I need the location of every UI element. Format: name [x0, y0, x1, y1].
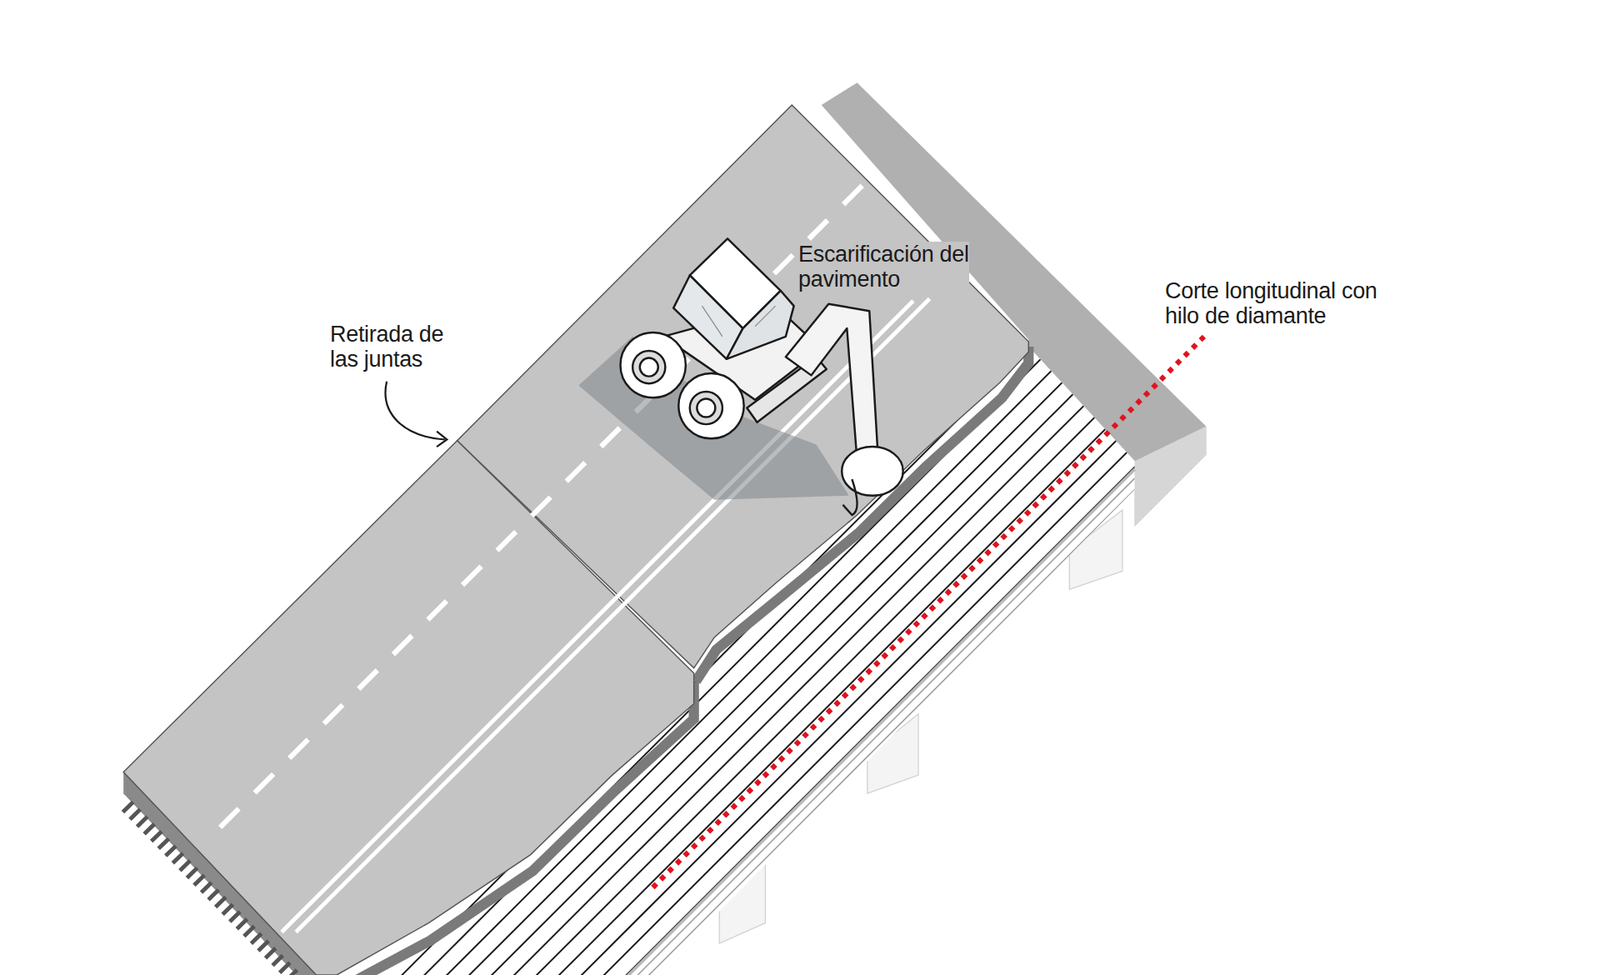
- cut-line: [649, 336, 1205, 892]
- leader-arrow: [385, 381, 445, 440]
- callout-label: Retirada de las juntas: [330, 321, 476, 372]
- callout-label: Escarificación del pavimento: [798, 241, 970, 292]
- lane-line: [281, 300, 914, 933]
- lane-line: [295, 299, 930, 933]
- callout-label: Corte longitudinal con hilo de diamante: [1165, 278, 1386, 329]
- parapet-side: [1135, 426, 1207, 527]
- road-slab: [123, 440, 694, 975]
- lane-dashes: [209, 185, 863, 839]
- leader-arrowhead: [436, 431, 447, 447]
